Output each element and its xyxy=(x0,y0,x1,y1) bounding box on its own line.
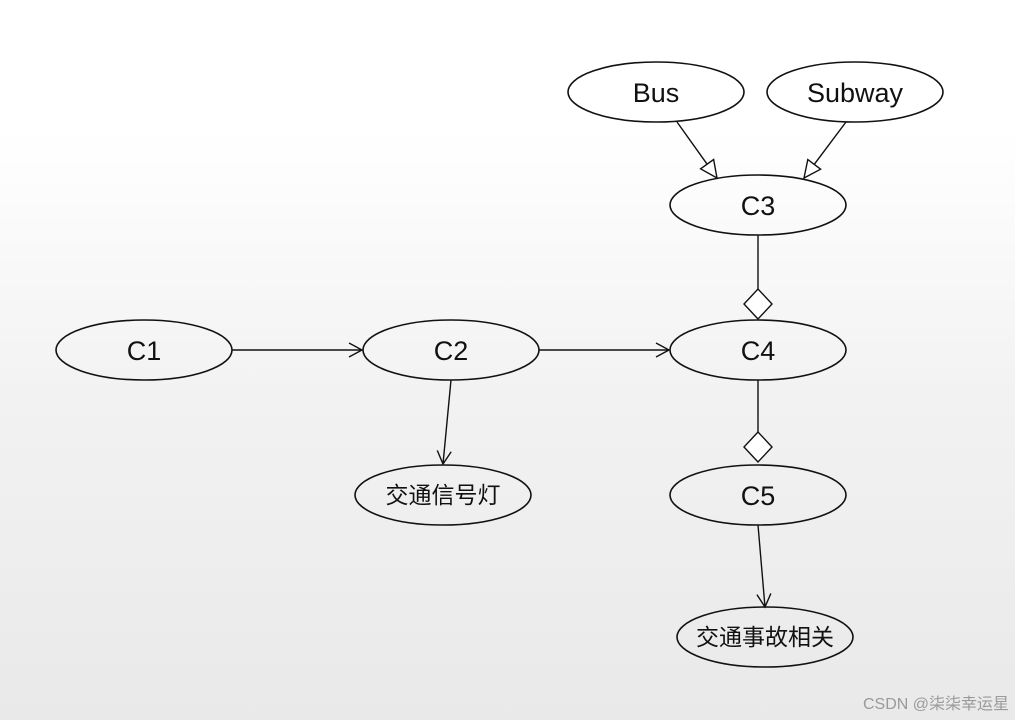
node-label: C3 xyxy=(741,191,776,221)
node-accident: 交通事故相关 xyxy=(676,606,854,668)
node-ellipse xyxy=(354,464,532,526)
arrowhead xyxy=(655,342,671,358)
node-label: C4 xyxy=(741,336,776,366)
edge-c2-to-c4 xyxy=(539,342,671,358)
aggregation-diamond xyxy=(743,287,773,321)
arrowhead xyxy=(436,450,452,466)
edge-c1-to-c2 xyxy=(232,342,364,358)
edge-subway-to-c3 xyxy=(803,121,847,180)
node-label: 交通信号灯 xyxy=(386,483,501,509)
node-signal: 交通信号灯 xyxy=(354,464,532,526)
node-c1: C1 xyxy=(55,319,233,381)
node-ellipse xyxy=(362,319,540,381)
node-c5: C5 xyxy=(669,464,847,526)
watermark: CSDN @柒柒幸运星 xyxy=(862,696,1009,713)
edge-line xyxy=(676,121,708,165)
node-ellipse xyxy=(669,319,847,381)
node-ellipse xyxy=(55,319,233,381)
node-c3: C3 xyxy=(669,174,847,236)
edge-c4-to-c5 xyxy=(743,380,773,464)
node-label: 交通事故相关 xyxy=(696,625,834,651)
edge-line xyxy=(757,524,766,608)
generalization-arrowhead xyxy=(803,158,822,180)
node-ellipse xyxy=(669,174,847,236)
node-bus: Bus xyxy=(567,61,745,123)
node-ellipse xyxy=(676,606,854,668)
arrowhead xyxy=(348,342,364,358)
edge-c3-to-c4 xyxy=(743,235,773,321)
node-label: Subway xyxy=(807,78,904,108)
edge-line xyxy=(442,379,452,465)
node-label: C2 xyxy=(434,336,469,366)
edge-line xyxy=(813,121,847,165)
node-ellipse xyxy=(766,61,944,123)
node-c4: C4 xyxy=(669,319,847,381)
aggregation-diamond xyxy=(743,430,773,464)
generalization-arrowhead xyxy=(699,158,718,180)
node-label: C5 xyxy=(741,481,776,511)
node-c2: C2 xyxy=(362,319,540,381)
edge-c5-to-accident xyxy=(756,524,772,609)
edge-c2-to-signal xyxy=(436,379,452,466)
node-label: Bus xyxy=(633,78,680,108)
node-ellipse xyxy=(669,464,847,526)
node-subway: Subway xyxy=(766,61,944,123)
edge-bus-to-c3 xyxy=(676,121,718,180)
node-ellipse xyxy=(567,61,745,123)
node-label: C1 xyxy=(127,336,162,366)
edges-layer xyxy=(232,121,847,609)
